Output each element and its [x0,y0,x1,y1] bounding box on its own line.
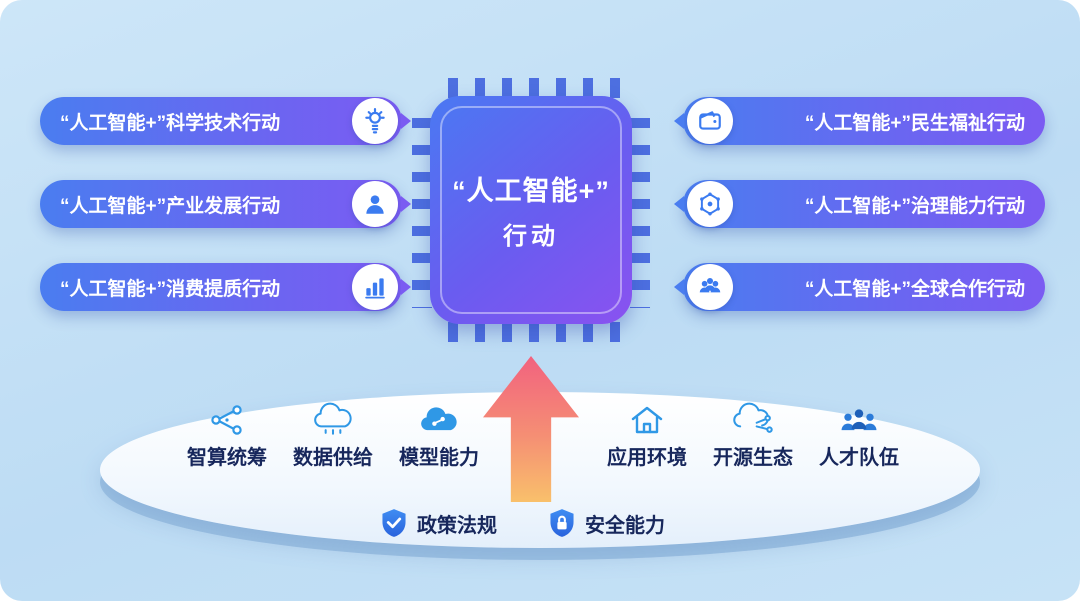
chip-pins-bottom [448,322,620,342]
bar-chart-icon [352,264,398,310]
pill-tail [674,279,684,295]
governance-network-icon [687,181,733,227]
pill-tail [401,279,411,295]
action-pill-livelihood: “人工智能+”民生福祉行动 [674,97,1045,145]
chip-pins-top [448,78,620,98]
foundation-item-model: 模型能力 [377,402,501,470]
foundation-label: 开源生态 [713,447,793,469]
cloud-data-icon [311,402,355,438]
action-label: “人工智能+”消费提质行动 [60,278,281,300]
people-group-icon [687,264,733,310]
action-label: “人工智能+”全球合作行动 [804,278,1025,300]
action-pill-industry: “人工智能+”产业发展行动 [40,180,411,228]
foundation-label: 应用环境 [607,447,687,469]
action-label: “人工智能+”产业发展行动 [60,195,281,217]
action-pill-governance: “人工智能+”治理能力行动 [674,180,1045,228]
action-label: “人工智能+”治理能力行动 [804,195,1025,217]
action-pill-science-tech: “人工智能+”科学技术行动 [40,97,411,145]
central-chip: “人工智能+” 行动 [412,78,650,342]
people-team-icon [837,402,881,438]
pill-tail [401,196,411,212]
security-shield-icon [548,508,576,538]
foundation-label: 政策法规 [417,514,497,537]
policy-shield-icon [380,508,408,538]
chip-title-line2: 行动 [503,223,559,250]
foundation-label: 模型能力 [399,447,479,469]
cloud-circuit-icon [731,402,775,438]
action-pill-consumption: “人工智能+”消费提质行动 [40,263,411,311]
foundation-item-data: 数据供给 [271,402,395,470]
network-share-icon [207,402,247,438]
lightbulb-icon [352,98,398,144]
foundation-label: 人才队伍 [819,447,899,469]
foundation-item-opensource: 开源生态 [691,402,815,470]
foundation-item-policy: 政策法规 [380,508,497,538]
action-label: “人工智能+”民生福祉行动 [804,112,1025,134]
cloud-model-icon [417,402,461,438]
pill-tail [401,113,411,129]
foundation-item-application: 应用环境 [585,402,709,470]
action-pill-global: “人工智能+”全球合作行动 [674,263,1045,311]
pill-tail [674,113,684,129]
chip-pins-left [412,118,432,308]
action-label: “人工智能+”科学技术行动 [60,112,281,134]
foundation-item-compute: 智算统筹 [165,402,289,470]
chip-body: “人工智能+” 行动 [430,96,632,324]
pill-tail [674,196,684,212]
foundation-item-talent: 人才队伍 [797,402,921,470]
foundation-item-security: 安全能力 [548,508,665,538]
chip-title-line1: “人工智能+” [452,176,610,206]
foundation-label: 智算统筹 [187,447,267,469]
home-icon [627,402,667,438]
chip-pins-right [630,118,650,308]
foundation-label: 数据供给 [293,447,373,469]
industry-person-icon [352,181,398,227]
wallet-icon [687,98,733,144]
foundation-label: 安全能力 [585,514,665,537]
